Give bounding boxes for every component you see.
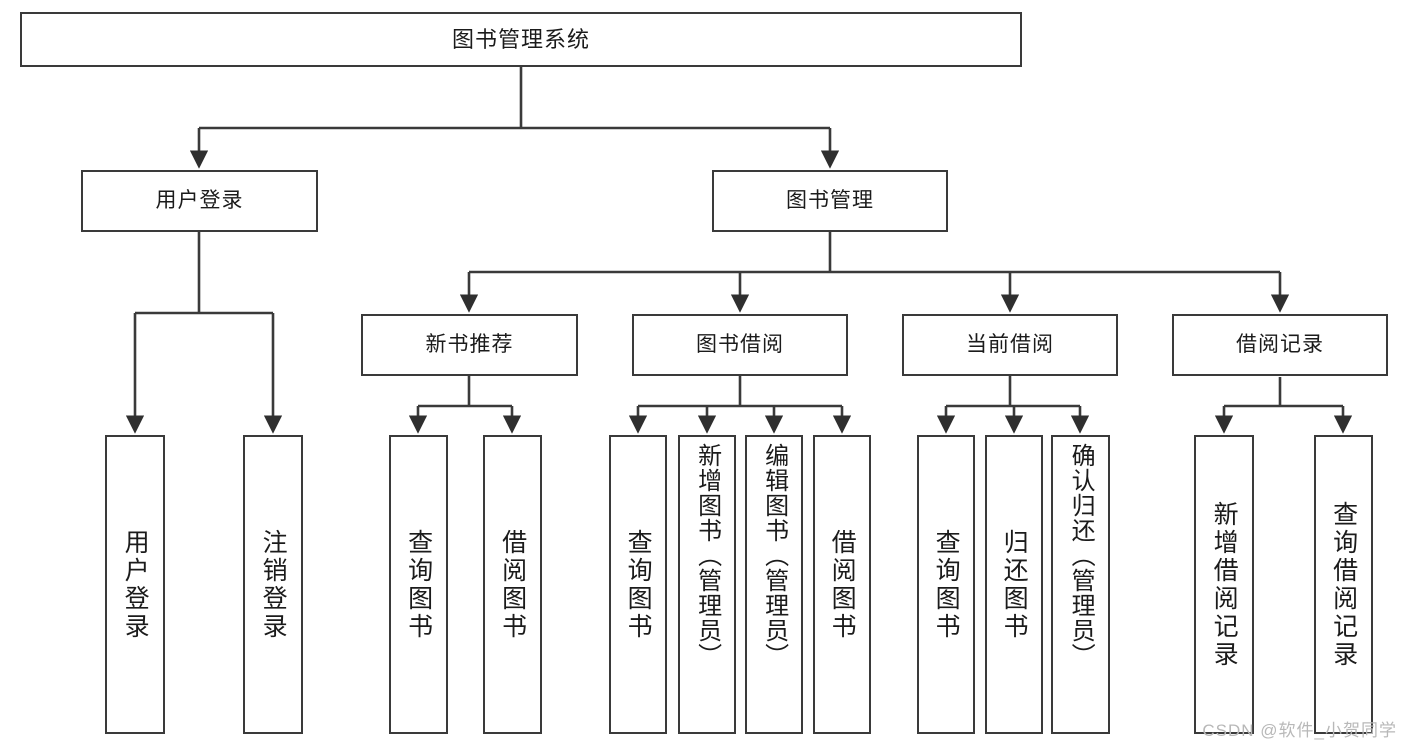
node-book-management-label: 图书管理 [786,188,874,212]
leaf-records-add-record[interactable]: 新增借阅记录 [1194,435,1254,734]
leaf-newbooks-query-book[interactable]: 查询图书 [389,435,448,734]
leaf-logout-label: 注销登录 [259,528,288,641]
leaf-borrow-edit-book-admin-label: 编辑图书（管理员） [760,443,788,668]
leaf-current-confirm-return-admin-label: 确认归还（管理员） [1067,443,1095,668]
node-current-borrow[interactable]: 当前借阅 [902,314,1118,376]
node-user-login[interactable]: 用户登录 [81,170,318,232]
leaf-user-login[interactable]: 用户登录 [105,435,165,734]
leaf-records-query-record[interactable]: 查询借阅记录 [1314,435,1373,734]
node-new-book-recommend[interactable]: 新书推荐 [361,314,578,376]
leaf-borrow-borrow-book-label: 借阅图书 [828,528,857,641]
leaf-borrow-query-book-label: 查询图书 [624,528,653,641]
leaf-borrow-query-book[interactable]: 查询图书 [609,435,667,734]
node-book-management[interactable]: 图书管理 [712,170,948,232]
node-root[interactable]: 图书管理系统 [20,12,1022,67]
leaf-newbooks-borrow-book[interactable]: 借阅图书 [483,435,542,734]
node-user-login-label: 用户登录 [155,188,244,212]
leaf-newbooks-query-book-label: 查询图书 [404,528,433,641]
node-borrow-records[interactable]: 借阅记录 [1172,314,1388,376]
leaf-current-confirm-return-admin[interactable]: 确认归还（管理员） [1051,435,1110,734]
leaf-borrow-borrow-book[interactable]: 借阅图书 [813,435,871,734]
leaf-borrow-edit-book-admin[interactable]: 编辑图书（管理员） [745,435,803,734]
leaf-records-query-record-label: 查询借阅记录 [1329,500,1358,669]
node-current-borrow-label: 当前借阅 [966,332,1054,356]
leaf-current-return-book[interactable]: 归还图书 [985,435,1043,734]
leaf-records-add-record-label: 新增借阅记录 [1210,500,1239,669]
leaf-borrow-add-book-admin[interactable]: 新增图书（管理员） [678,435,736,734]
node-root-label: 图书管理系统 [451,26,590,52]
node-book-borrow-label: 图书借阅 [696,332,784,356]
leaf-user-login-label: 用户登录 [121,528,150,641]
node-book-borrow[interactable]: 图书借阅 [632,314,848,376]
leaf-current-query-book-label: 查询图书 [932,528,961,641]
leaf-borrow-add-book-admin-label: 新增图书（管理员） [693,443,721,668]
node-new-book-recommend-label: 新书推荐 [425,332,514,356]
leaf-logout[interactable]: 注销登录 [243,435,303,734]
leaf-current-query-book[interactable]: 查询图书 [917,435,975,734]
node-borrow-records-label: 借阅记录 [1236,332,1324,356]
leaf-newbooks-borrow-book-label: 借阅图书 [498,528,527,641]
leaf-current-return-book-label: 归还图书 [1000,528,1029,641]
